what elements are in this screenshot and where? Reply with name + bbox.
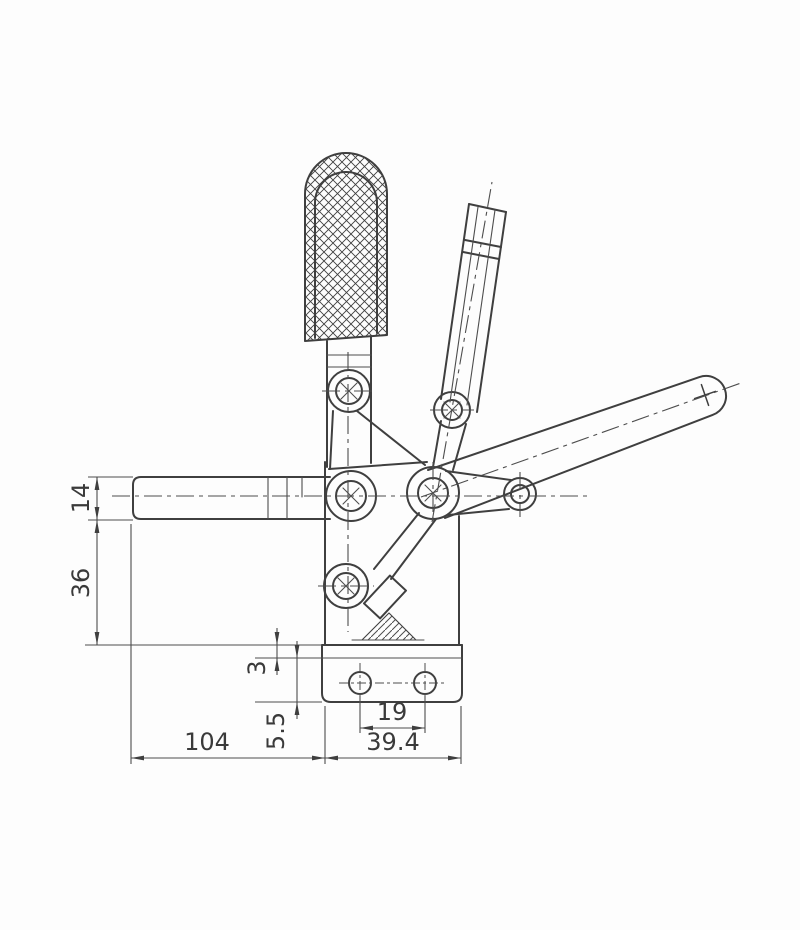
dimension-39-4: 39.4 [325, 728, 461, 761]
dim-label-3: 3 [243, 660, 271, 675]
dimension-3: 3 [243, 628, 280, 676]
clamp-body-upright [324, 461, 460, 646]
part-outlines [132, 152, 727, 703]
dim-label-104: 104 [184, 728, 230, 756]
grip-knurled-sleeve [304, 152, 388, 342]
dimension-36: 36 [67, 520, 100, 645]
thin-details [267, 206, 496, 659]
arm-axis-centerline [420, 382, 742, 498]
dimension-annotations: 14 36 3 5.5 104 39.4 19 [67, 476, 462, 764]
linkage-plates [328, 410, 512, 580]
horizontal-clamp-arm [427, 374, 727, 519]
workpiece-hatch-triangle [361, 612, 417, 641]
dimension-5-5: 5.5 [262, 641, 300, 750]
spindle-thread-lines [449, 206, 496, 406]
handle-grip [304, 152, 388, 342]
dimension-14: 14 [67, 477, 100, 520]
arm-tip-cross-mark [693, 383, 717, 407]
dim-label-14: 14 [67, 483, 95, 514]
spindle-foot-block [362, 574, 408, 620]
hole-centerlines [339, 663, 447, 704]
handle-lever-bar [326, 335, 372, 468]
grip-inner-outline [314, 171, 378, 339]
dim-label-36: 36 [67, 568, 95, 599]
base-mounting-plate [321, 644, 463, 703]
u-bar-holding-arm [132, 476, 331, 520]
dim-label-19: 19 [377, 698, 408, 726]
centerlines [112, 181, 742, 632]
spindle-axis-centerline [431, 181, 493, 523]
clamping-spindle-rod [440, 203, 507, 413]
dim-label-39-4: 39.4 [366, 728, 419, 756]
bolt-slot-marks [337, 382, 461, 595]
u-bar-bend-lines [267, 476, 303, 520]
dimension-19: 19 [360, 698, 425, 731]
dim-label-5-5: 5.5 [262, 712, 290, 750]
extension-lines [85, 476, 462, 764]
lever-bar-tick-lines [326, 354, 372, 368]
dimension-104: 104 [131, 728, 325, 761]
